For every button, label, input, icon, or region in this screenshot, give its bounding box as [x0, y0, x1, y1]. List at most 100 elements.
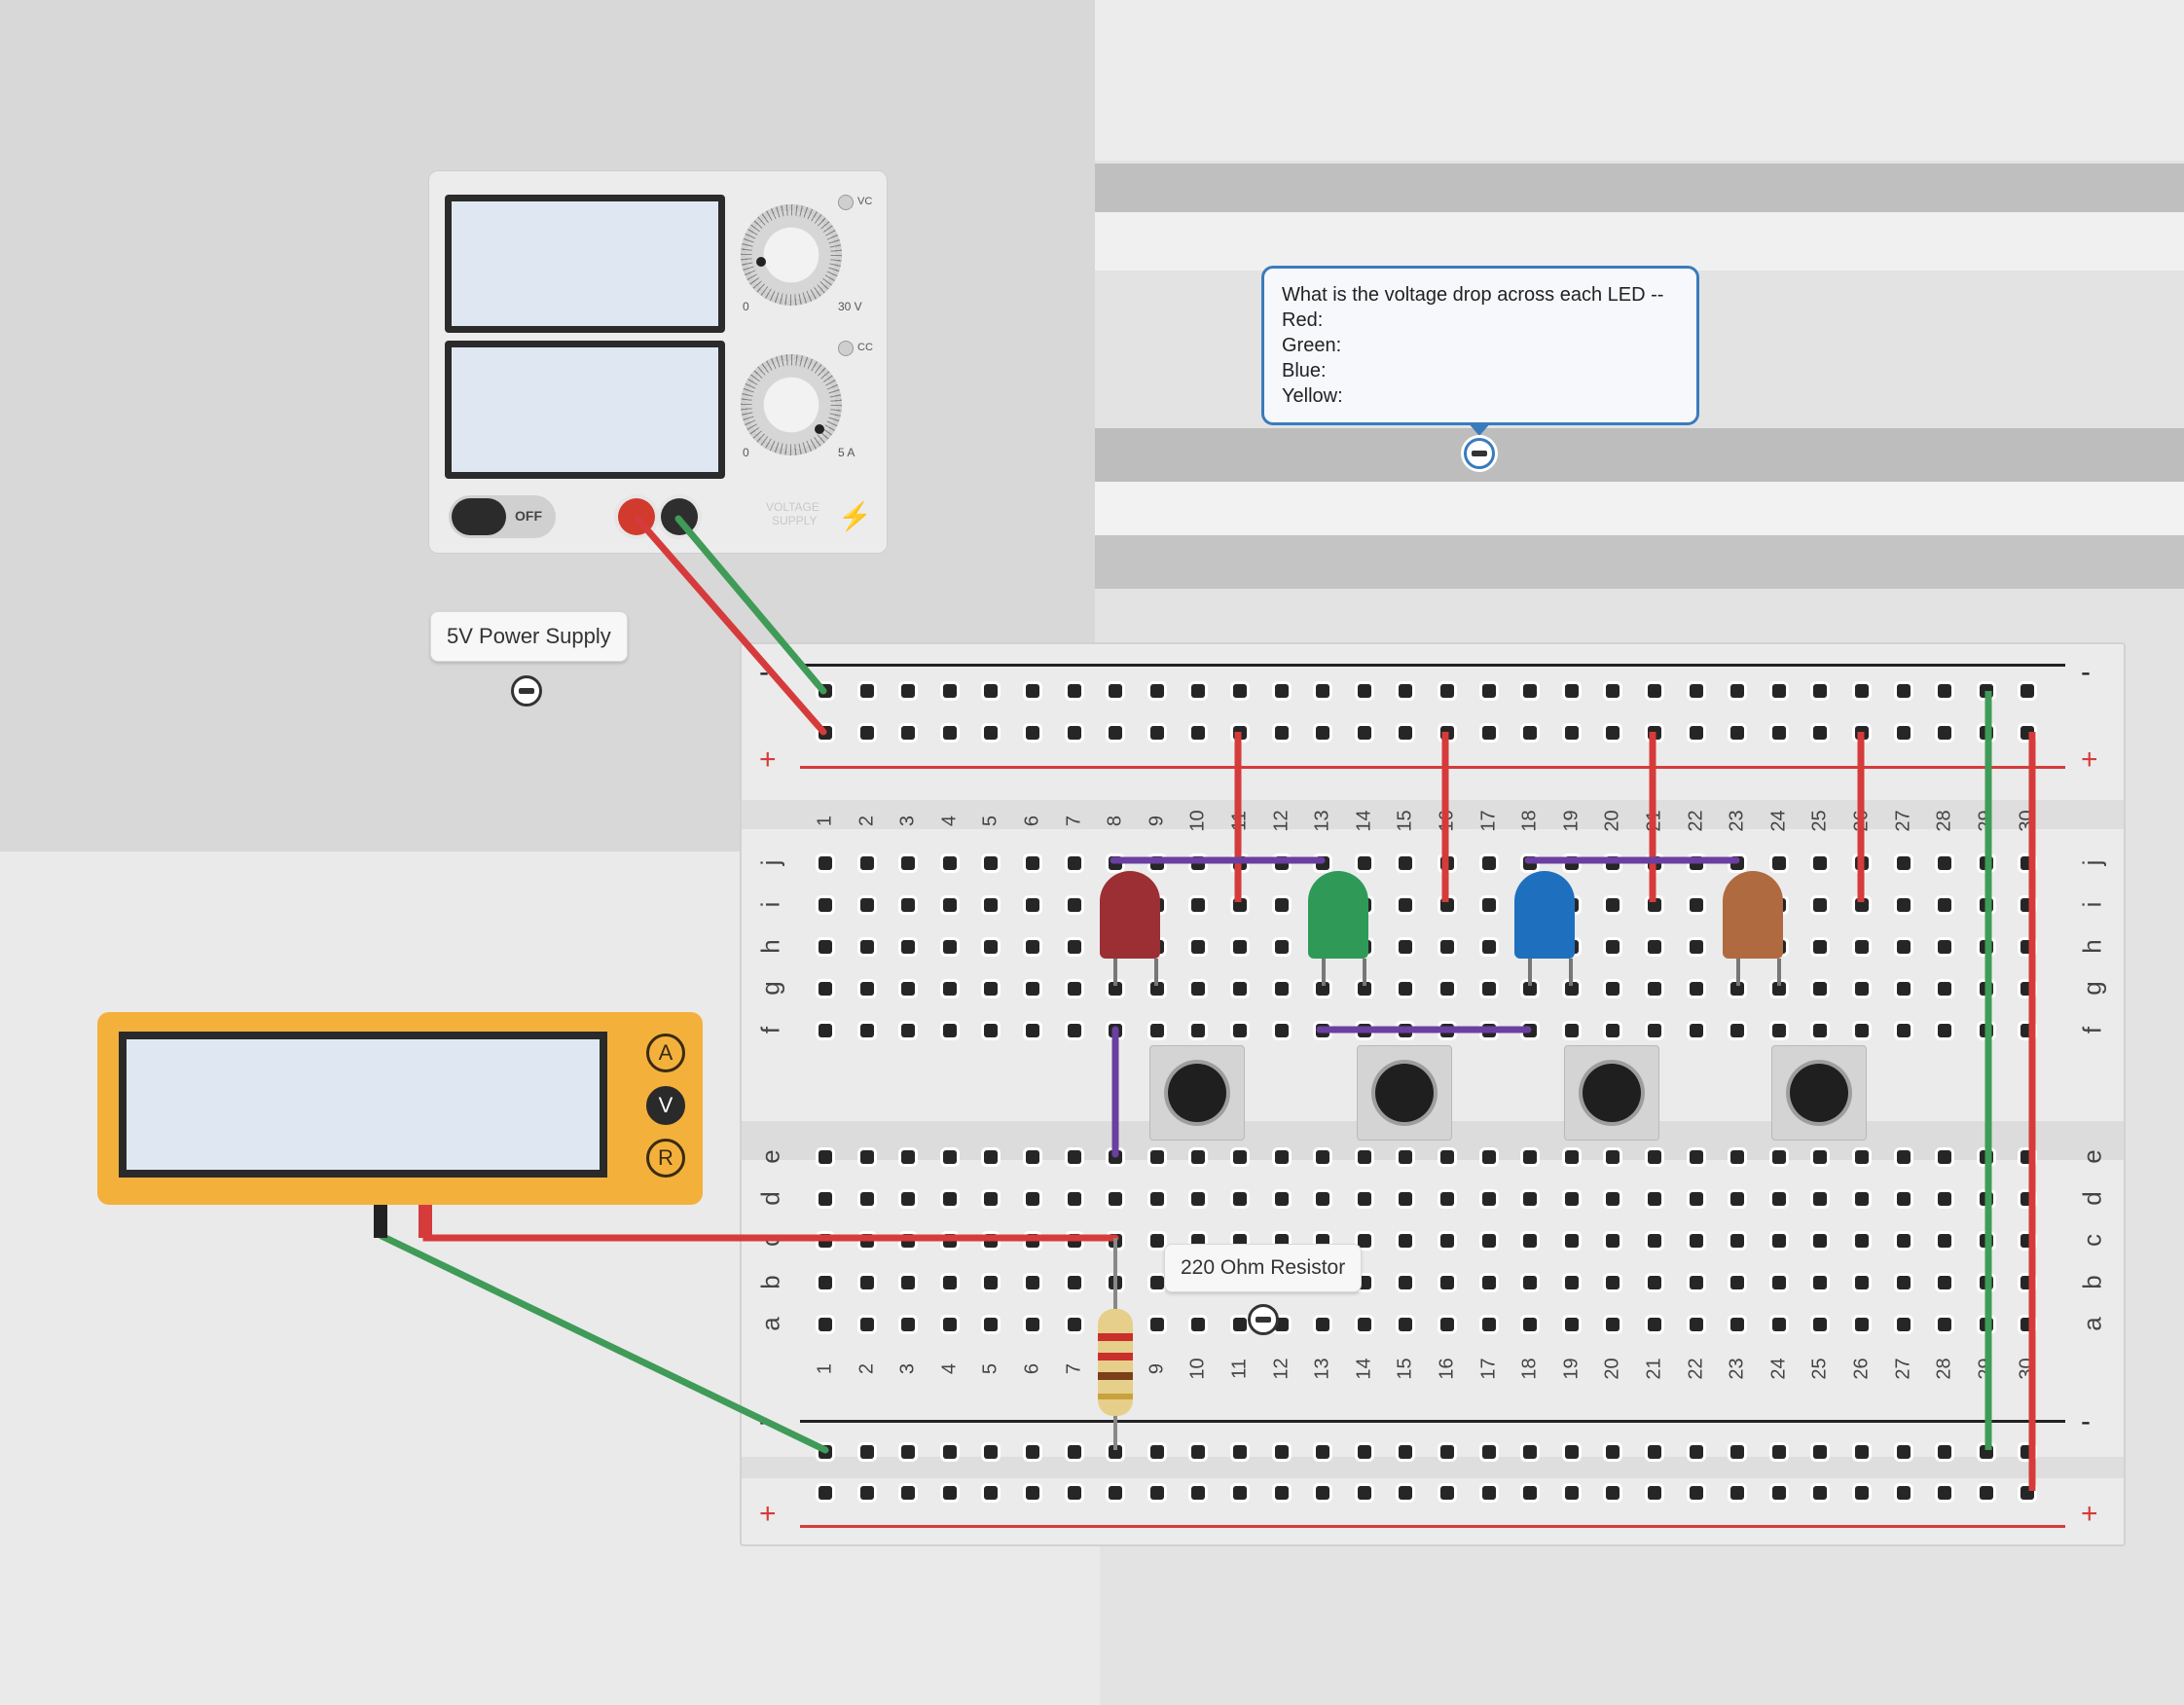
rail-hole[interactable] [1564, 684, 1579, 698]
breadboard-hole[interactable] [1481, 1318, 1496, 1331]
power-switch[interactable]: OFF [449, 495, 556, 538]
rail-hole[interactable] [859, 1445, 874, 1459]
breadboard-hole[interactable] [1771, 982, 1786, 996]
rail-hole[interactable] [1523, 1486, 1538, 1500]
breadboard-hole[interactable] [1813, 1192, 1828, 1206]
breadboard-hole[interactable] [1648, 1234, 1661, 1248]
rail-hole[interactable] [1523, 684, 1538, 698]
breadboard-hole[interactable] [1730, 1150, 1745, 1164]
breadboard-hole[interactable] [1274, 1192, 1289, 1206]
ohmmeter-mode-button[interactable]: R [646, 1139, 685, 1178]
breadboard-hole[interactable] [1149, 1150, 1164, 1164]
rail-hole[interactable] [1149, 726, 1164, 740]
rail-hole[interactable] [1067, 684, 1081, 698]
rail-hole[interactable] [1648, 1486, 1661, 1500]
breadboard-hole[interactable] [1606, 1024, 1620, 1037]
rail-hole[interactable] [1149, 1486, 1164, 1500]
rail-hole[interactable] [942, 1486, 957, 1500]
rail-hole[interactable] [901, 1445, 916, 1459]
current-knob[interactable] [741, 354, 842, 455]
breadboard-hole[interactable] [984, 982, 999, 996]
breadboard-hole[interactable] [1067, 1276, 1081, 1289]
breadboard-hole[interactable] [819, 898, 832, 912]
rail-hole[interactable] [1399, 1445, 1413, 1459]
breadboard-hole[interactable] [1399, 1150, 1413, 1164]
breadboard-hole[interactable] [1855, 940, 1869, 954]
breadboard-hole[interactable] [1648, 1150, 1661, 1164]
rail-hole[interactable] [1067, 726, 1081, 740]
breadboard-hole[interactable] [1399, 856, 1413, 870]
breadboard-hole[interactable] [901, 1192, 916, 1206]
breadboard-hole[interactable] [1316, 1318, 1330, 1331]
breadboard-hole[interactable] [1771, 1192, 1786, 1206]
rail-hole[interactable] [1813, 1445, 1828, 1459]
rail-hole[interactable] [1026, 1445, 1039, 1459]
breadboard-hole[interactable] [1606, 898, 1620, 912]
question-note[interactable]: What is the voltage drop across each LED… [1261, 266, 1699, 425]
breadboard-hole[interactable] [1357, 1234, 1371, 1248]
led-blue[interactable] [1514, 871, 1575, 959]
multimeter[interactable]: A V R [97, 1012, 703, 1205]
breadboard-hole[interactable] [1938, 982, 1952, 996]
breadboard-hole[interactable] [859, 856, 874, 870]
rail-hole[interactable] [984, 1486, 999, 1500]
rail-hole[interactable] [1938, 1445, 1952, 1459]
note-collapse-icon[interactable] [1464, 438, 1495, 469]
rail-hole[interactable] [1440, 684, 1454, 698]
breadboard-hole[interactable] [819, 1150, 832, 1164]
breadboard-hole[interactable] [1606, 1234, 1620, 1248]
power-supply-collapse-icon[interactable] [511, 675, 542, 707]
breadboard-hole[interactable] [1771, 1150, 1786, 1164]
rail-hole[interactable] [1813, 684, 1828, 698]
rail-hole[interactable] [1648, 1445, 1661, 1459]
rail-hole[interactable] [1191, 684, 1206, 698]
breadboard-hole[interactable] [1357, 1192, 1371, 1206]
breadboard-hole[interactable] [1606, 982, 1620, 996]
rail-hole[interactable] [1896, 684, 1911, 698]
breadboard-hole[interactable] [819, 940, 832, 954]
breadboard-hole[interactable] [942, 982, 957, 996]
breadboard-hole[interactable] [1149, 1318, 1164, 1331]
rail-hole[interactable] [1606, 684, 1620, 698]
rail-hole[interactable] [1109, 1445, 1123, 1459]
breadboard-hole[interactable] [1440, 1150, 1454, 1164]
rail-hole[interactable] [1564, 726, 1579, 740]
breadboard-hole[interactable] [1149, 1234, 1164, 1248]
breadboard-hole[interactable] [1481, 1150, 1496, 1164]
rail-hole[interactable] [1067, 1486, 1081, 1500]
push-button-4[interactable] [1771, 1045, 1867, 1141]
breadboard-hole[interactable] [1399, 1234, 1413, 1248]
rail-hole[interactable] [1357, 684, 1371, 698]
breadboard-hole[interactable] [984, 1024, 999, 1037]
breadboard-hole[interactable] [859, 1150, 874, 1164]
rail-hole[interactable] [1855, 1486, 1869, 1500]
rail-hole[interactable] [1689, 684, 1703, 698]
rail-hole[interactable] [1399, 726, 1413, 740]
breadboard-hole[interactable] [1689, 940, 1703, 954]
breadboard-hole[interactable] [942, 1276, 957, 1289]
breadboard-hole[interactable] [1316, 1150, 1330, 1164]
breadboard-hole[interactable] [1026, 940, 1039, 954]
breadboard-hole[interactable] [942, 940, 957, 954]
voltage-knob[interactable] [741, 204, 842, 306]
breadboard-hole[interactable] [1938, 1150, 1952, 1164]
breadboard-hole[interactable] [1648, 1318, 1661, 1331]
breadboard-hole[interactable] [859, 982, 874, 996]
breadboard-hole[interactable] [1896, 982, 1911, 996]
breadboard-hole[interactable] [1855, 982, 1869, 996]
breadboard-hole[interactable] [984, 940, 999, 954]
breadboard-hole[interactable] [1026, 982, 1039, 996]
breadboard-hole[interactable] [1067, 1318, 1081, 1331]
rail-hole[interactable] [1938, 684, 1952, 698]
breadboard-hole[interactable] [1771, 1024, 1786, 1037]
rail-hole[interactable] [1357, 1486, 1371, 1500]
rail-hole[interactable] [1316, 1486, 1330, 1500]
breadboard-hole[interactable] [1813, 856, 1828, 870]
breadboard-hole[interactable] [1274, 1024, 1289, 1037]
breadboard-hole[interactable] [1648, 1024, 1661, 1037]
breadboard-hole[interactable] [1564, 1150, 1579, 1164]
breadboard-hole[interactable] [1689, 1192, 1703, 1206]
breadboard-hole[interactable] [1896, 940, 1911, 954]
breadboard-hole[interactable] [901, 856, 916, 870]
breadboard-hole[interactable] [1855, 1318, 1869, 1331]
